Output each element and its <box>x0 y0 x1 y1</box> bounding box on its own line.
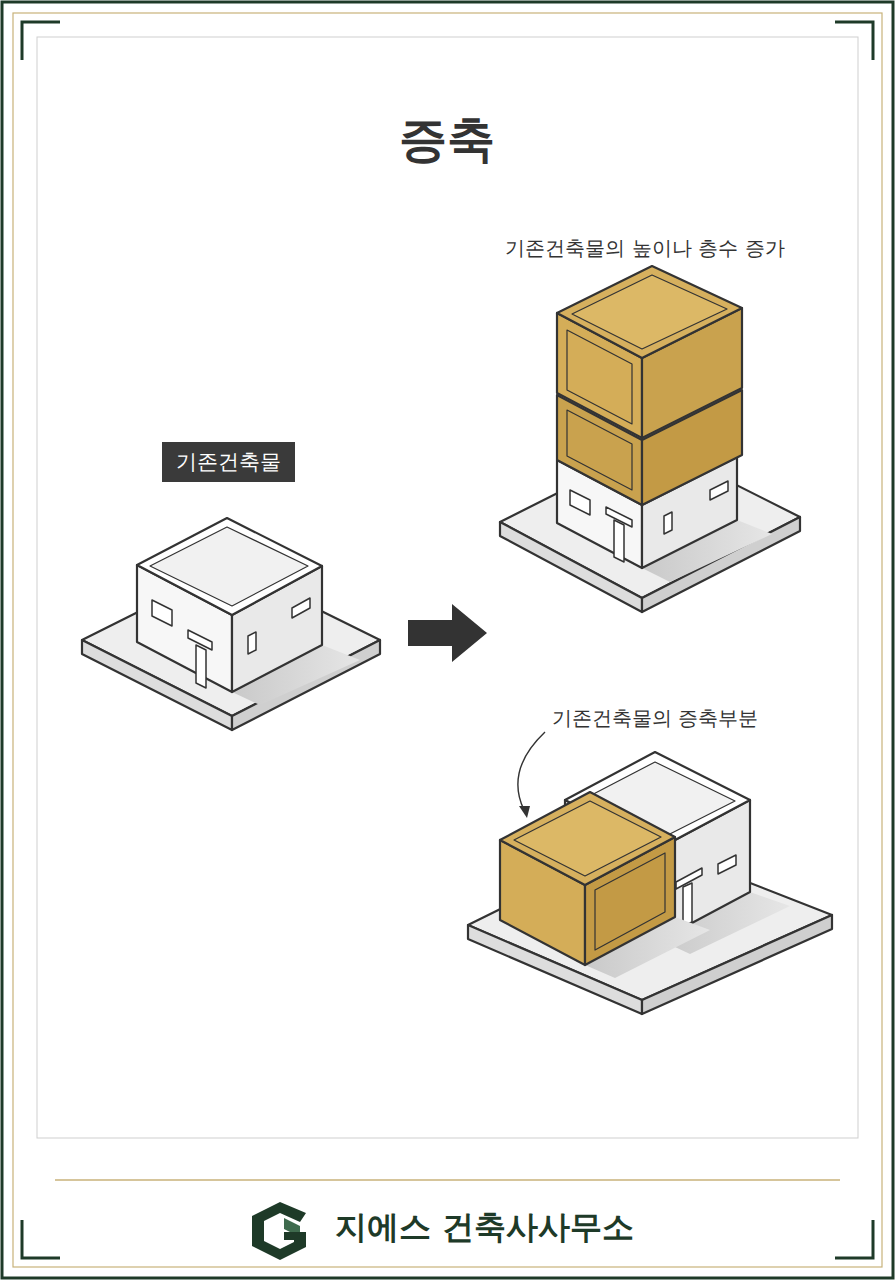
logo-mark <box>252 1202 306 1260</box>
title: 증축 <box>399 108 495 172</box>
inner-panel <box>37 37 858 1138</box>
label-text: 기존건축물 <box>176 448 281 476</box>
horizontal-extension-building <box>468 752 832 1014</box>
caption-label: 기존건축물의 높이나 층수 증가 <box>505 235 784 262</box>
corner-brackets <box>22 22 873 1258</box>
gold-frame <box>13 13 882 1267</box>
vertical-extension-building <box>500 266 800 612</box>
leader-arrowhead <box>519 806 530 818</box>
leader-line <box>518 732 545 810</box>
label-box: 기존건축물 <box>162 442 295 482</box>
transition-arrow <box>408 604 487 662</box>
footer-rule <box>55 1179 840 1181</box>
caption-label: 기존건축물의 증축부분 <box>552 705 758 732</box>
company-name: 지에스 건축사사무소 <box>335 1206 634 1250</box>
existing-building <box>82 518 380 730</box>
